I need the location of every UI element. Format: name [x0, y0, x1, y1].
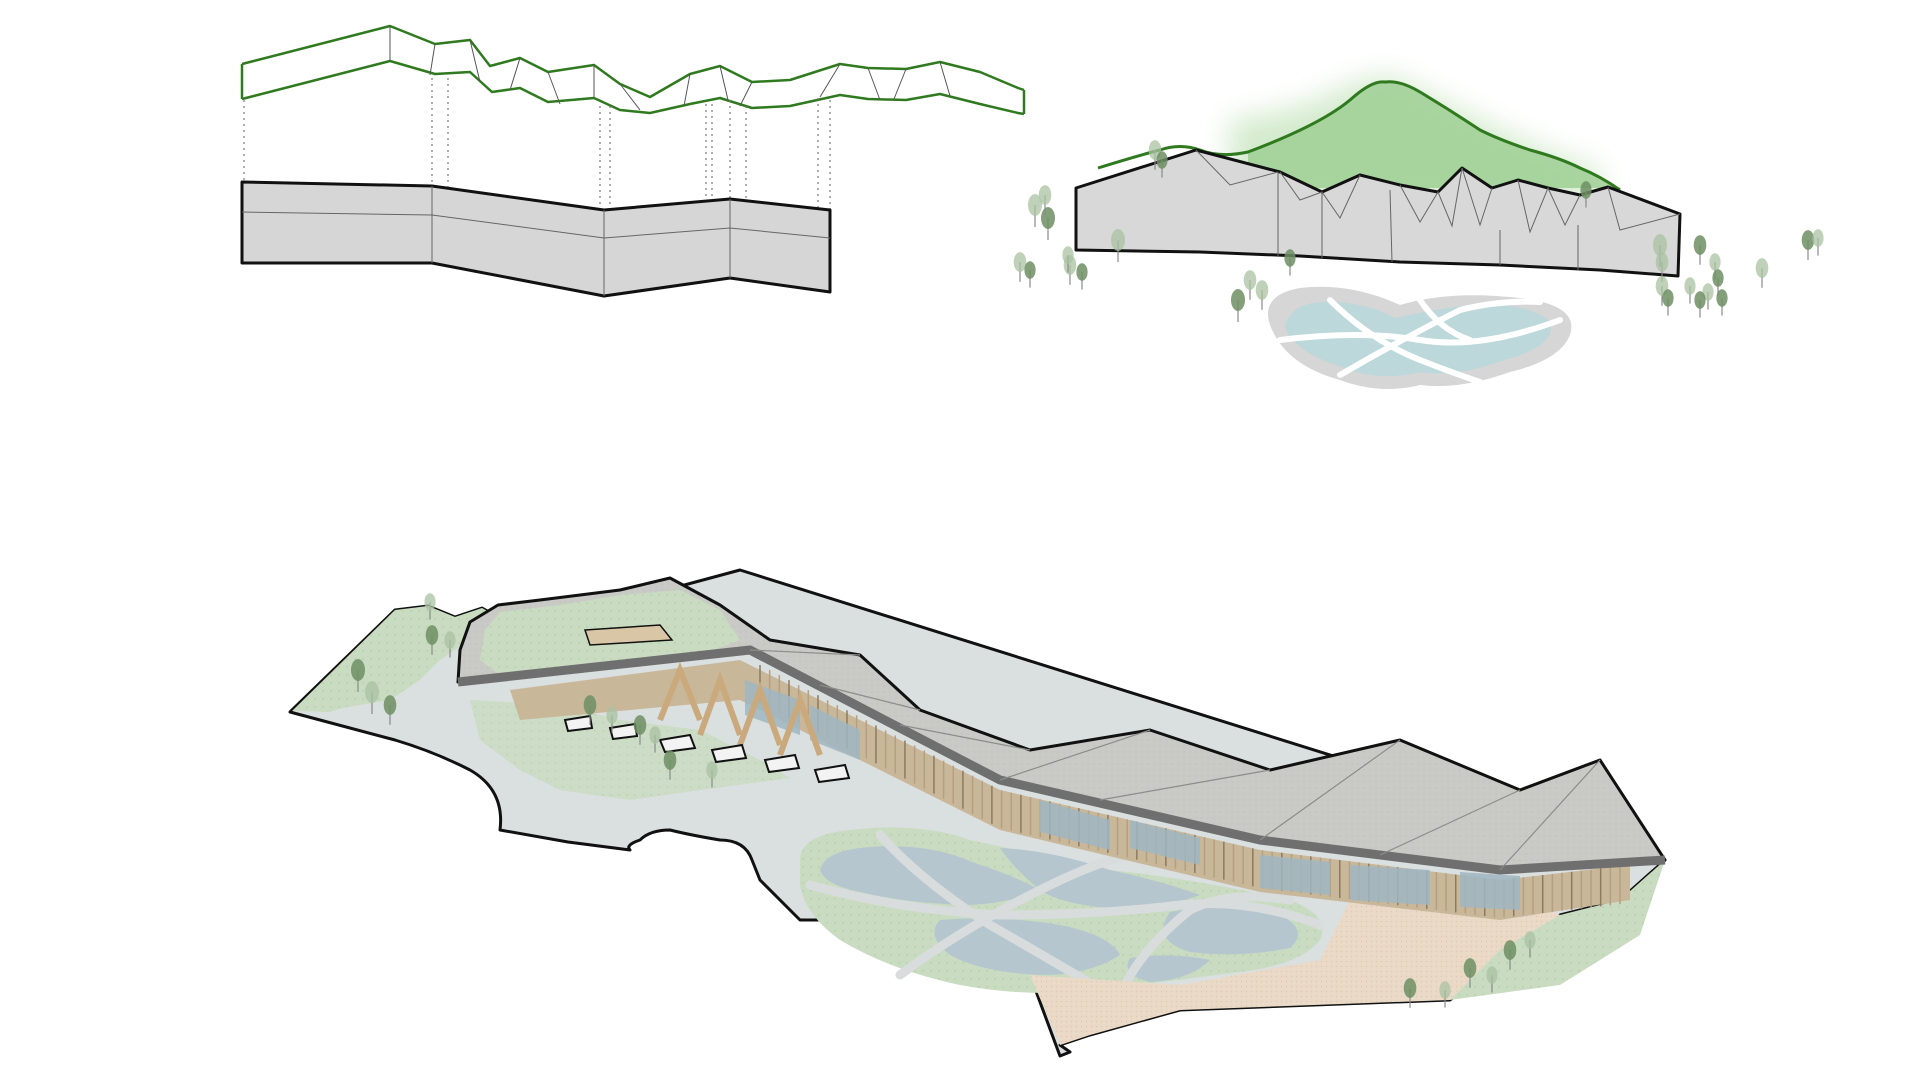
building-volume-flat [240, 180, 832, 298]
tree-icon [663, 750, 677, 780]
tree-icon [1812, 229, 1824, 256]
projection-lines [243, 78, 831, 210]
tree-icon [425, 625, 439, 655]
tree-icon [365, 681, 379, 714]
tree-icon [1284, 249, 1296, 276]
tree-icon [1156, 151, 1168, 178]
tree-icon [1028, 194, 1042, 227]
context-trees [1013, 140, 1824, 322]
tree-icon [1662, 289, 1674, 316]
tree-icon [1580, 181, 1592, 208]
building-volume-context [1074, 148, 1682, 278]
tree-icon [1024, 261, 1036, 288]
tree-icon [1403, 978, 1417, 1008]
tree-icon [351, 659, 365, 692]
tree-icon [1702, 283, 1714, 310]
water-garden [800, 827, 1325, 1000]
tree-icon [1041, 207, 1055, 240]
tree-icon [424, 593, 436, 620]
lawn-southeast [1450, 860, 1665, 1000]
site-trees [351, 593, 1536, 1008]
tree-icon [1439, 981, 1451, 1008]
tree-icon [1038, 185, 1052, 215]
roof-axonometric [456, 576, 1667, 875]
roof-outline-green [240, 24, 1026, 116]
gravel-court [1030, 890, 1560, 1045]
timber-columns [657, 661, 823, 757]
tree-icon [1486, 966, 1498, 993]
panel-landscape-context [1013, 76, 1824, 389]
tree-icon [1231, 289, 1245, 322]
tree-icon [1463, 958, 1477, 988]
tree-icon [1716, 289, 1728, 316]
tree-icon [633, 715, 647, 745]
tree-icon [1524, 931, 1536, 958]
tree-icon [706, 761, 718, 788]
tree-icon [1694, 291, 1706, 318]
tree-icon [383, 695, 397, 725]
tree-icon [1013, 252, 1027, 282]
tree-icon [1076, 263, 1088, 290]
tree-icon [1684, 277, 1696, 304]
tree-icon [1503, 940, 1517, 970]
tree-icon [1243, 270, 1257, 300]
building-facade [510, 660, 1630, 920]
mountain-outline [1097, 80, 1621, 192]
panel-roof-derivation [240, 24, 1026, 298]
tree-icon [444, 631, 456, 658]
roof-fold-lines [389, 26, 951, 111]
pond-icon [1268, 286, 1572, 389]
tree-icon [649, 726, 661, 753]
tree-icon [1801, 230, 1815, 260]
panel-axonometric-site [288, 568, 1667, 1058]
tree-icon [1255, 280, 1269, 310]
tree-icon [1062, 246, 1074, 273]
tree-icon [606, 706, 618, 733]
tree-icon [583, 695, 597, 725]
tree-icon [1755, 258, 1769, 288]
tree-icon [1111, 229, 1125, 262]
tree-icon [1693, 235, 1707, 265]
